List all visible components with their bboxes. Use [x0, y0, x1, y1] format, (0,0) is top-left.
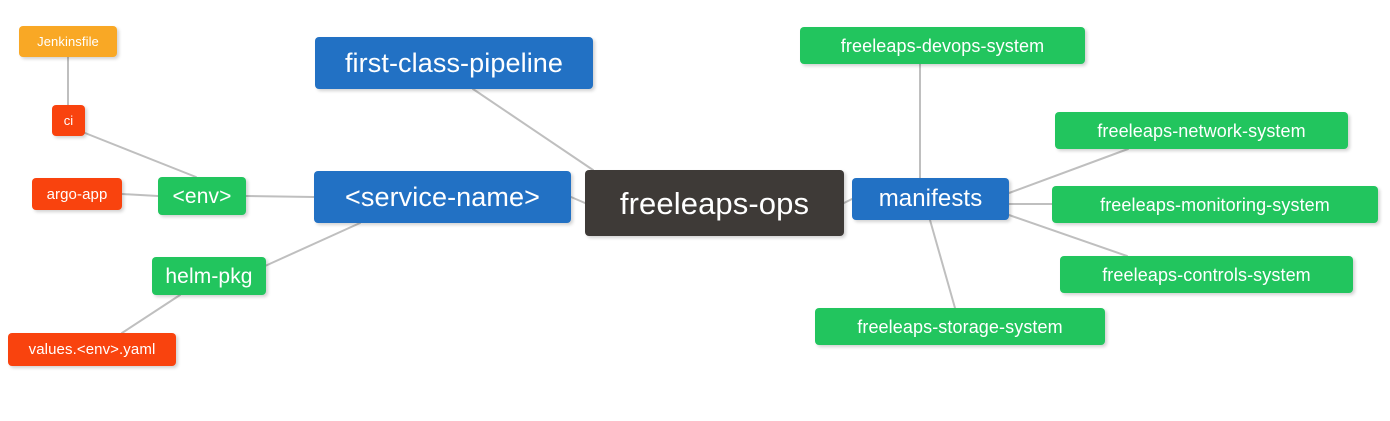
edge-freeleaps-ops-to-service-name — [570, 196, 586, 204]
edge-freeleaps-ops-to-manifests — [843, 198, 853, 204]
node-helm-pkg[interactable]: helm-pkg — [152, 257, 266, 295]
edge-service-name-to-env — [245, 195, 315, 198]
node-service-name[interactable]: <service-name> — [314, 171, 571, 223]
node-first-class-pipeline[interactable]: first-class-pipeline — [315, 37, 593, 89]
node-freeleaps-storage-system[interactable]: freeleaps-storage-system — [815, 308, 1105, 345]
edge-manifests-to-freeleaps-storage-system — [929, 219, 956, 309]
node-freeleaps-devops-system[interactable]: freeleaps-devops-system — [800, 27, 1085, 64]
node-values-env-yaml[interactable]: values.<env>.yaml — [8, 333, 176, 366]
node-manifests[interactable]: manifests — [852, 178, 1009, 220]
node-argo-app[interactable]: argo-app — [32, 178, 122, 210]
edge-env-to-argo-app — [121, 193, 159, 197]
edge-freeleaps-ops-to-first-class-pipeline — [472, 88, 594, 171]
node-freeleaps-ops[interactable]: freeleaps-ops — [585, 170, 844, 236]
node-freeleaps-network-system[interactable]: freeleaps-network-system — [1055, 112, 1348, 149]
node-jenkinsfile[interactable]: Jenkinsfile — [19, 26, 117, 57]
node-env[interactable]: <env> — [158, 177, 246, 215]
edge-service-name-to-helm-pkg — [264, 222, 361, 267]
node-freeleaps-monitoring-system[interactable]: freeleaps-monitoring-system — [1052, 186, 1378, 223]
node-freeleaps-controls-system[interactable]: freeleaps-controls-system — [1060, 256, 1353, 293]
edge-helm-pkg-to-values-env-yaml — [121, 294, 181, 334]
edge-env-to-ci — [84, 132, 197, 178]
node-ci[interactable]: ci — [52, 105, 85, 136]
